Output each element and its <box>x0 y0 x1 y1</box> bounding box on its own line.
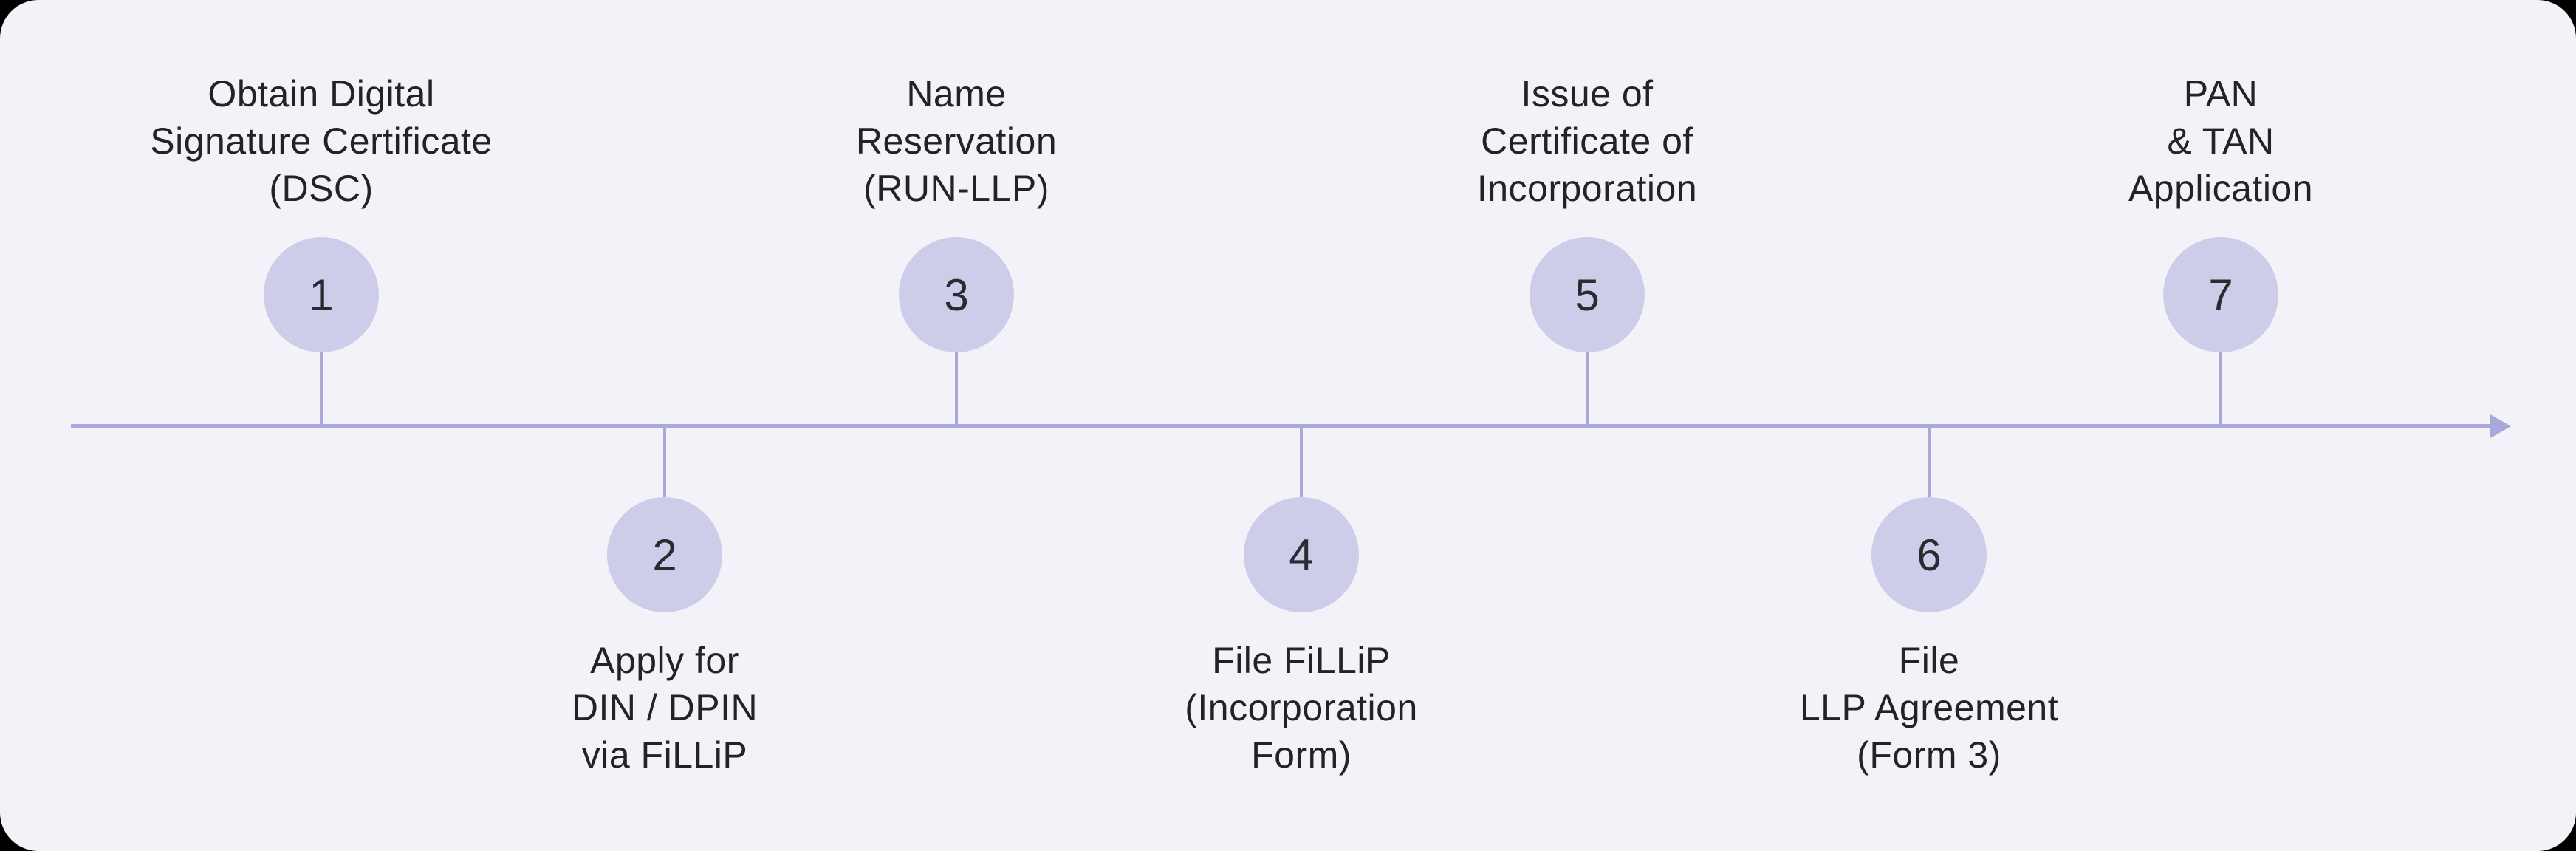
step-label-line: (DSC) <box>269 168 374 209</box>
arrow-right-icon <box>2490 414 2511 438</box>
step-label: File FiLLiP (Incorporation Form) <box>1006 637 1597 779</box>
step-label: PAN & TAN Application <box>1925 70 2516 212</box>
step-label-line: & TAN <box>2167 120 2275 162</box>
step-connector <box>1300 426 1303 497</box>
step-number-circle: 4 <box>1244 497 1359 612</box>
step-label: Apply for DIN / DPIN via FiLLiP <box>369 637 960 779</box>
step-connector <box>1586 352 1589 427</box>
step-number-circle: 3 <box>899 237 1014 352</box>
step-label-line: File <box>1898 640 1960 681</box>
step-label-line: (Incorporation <box>1185 687 1418 728</box>
step-label-line: File FiLLiP <box>1212 640 1391 681</box>
step-number-circle: 6 <box>1871 497 1987 612</box>
step-label-line: PAN <box>2183 73 2258 115</box>
step-label-line: Certificate of <box>1481 120 1693 162</box>
step-number: 4 <box>1289 530 1314 580</box>
step-label-line: Obtain Digital <box>208 73 435 115</box>
step-number-circle: 7 <box>2163 237 2278 352</box>
step-number-circle: 2 <box>607 497 722 612</box>
step-label-line: (RUN-LLP) <box>863 168 1049 209</box>
step-number: 1 <box>309 270 334 320</box>
step-label-line: via FiLLiP <box>581 734 748 776</box>
step-label-line: Form) <box>1251 734 1352 776</box>
step-connector <box>2219 352 2222 427</box>
step-label: Issue of Certificate of Incorporation <box>1292 70 1883 212</box>
step-label-line: (Form 3) <box>1857 734 2001 776</box>
step-label-line: Name <box>906 73 1007 115</box>
step-label-line: Application <box>2128 168 2314 209</box>
step-number: 5 <box>1575 270 1600 320</box>
step-label: Obtain Digital Signature Certificate (DS… <box>26 70 617 212</box>
step-label-line: Apply for <box>590 640 739 681</box>
step-label-line: LLP Agreement <box>1799 687 2059 728</box>
step-label-line: Incorporation <box>1476 168 1698 209</box>
step-number: 3 <box>944 270 969 320</box>
step-connector <box>663 426 666 497</box>
step-label: Name Reservation (RUN-LLP) <box>661 70 1252 212</box>
step-connector <box>1928 426 1931 497</box>
step-label-line: Issue of <box>1521 73 1654 115</box>
step-number: 6 <box>1916 530 1942 580</box>
step-number: 7 <box>2208 270 2233 320</box>
step-connector <box>955 352 958 427</box>
step-connector <box>320 352 323 427</box>
step-label-line: Reservation <box>855 120 1058 162</box>
step-number-circle: 5 <box>1530 237 1645 352</box>
timeline-axis-line <box>71 424 2492 428</box>
step-label-line: Signature Certificate <box>150 120 493 162</box>
step-label: File LLP Agreement (Form 3) <box>1634 637 2224 779</box>
step-label-line: DIN / DPIN <box>571 687 758 728</box>
step-number-circle: 1 <box>264 237 379 352</box>
step-number: 2 <box>652 530 677 580</box>
